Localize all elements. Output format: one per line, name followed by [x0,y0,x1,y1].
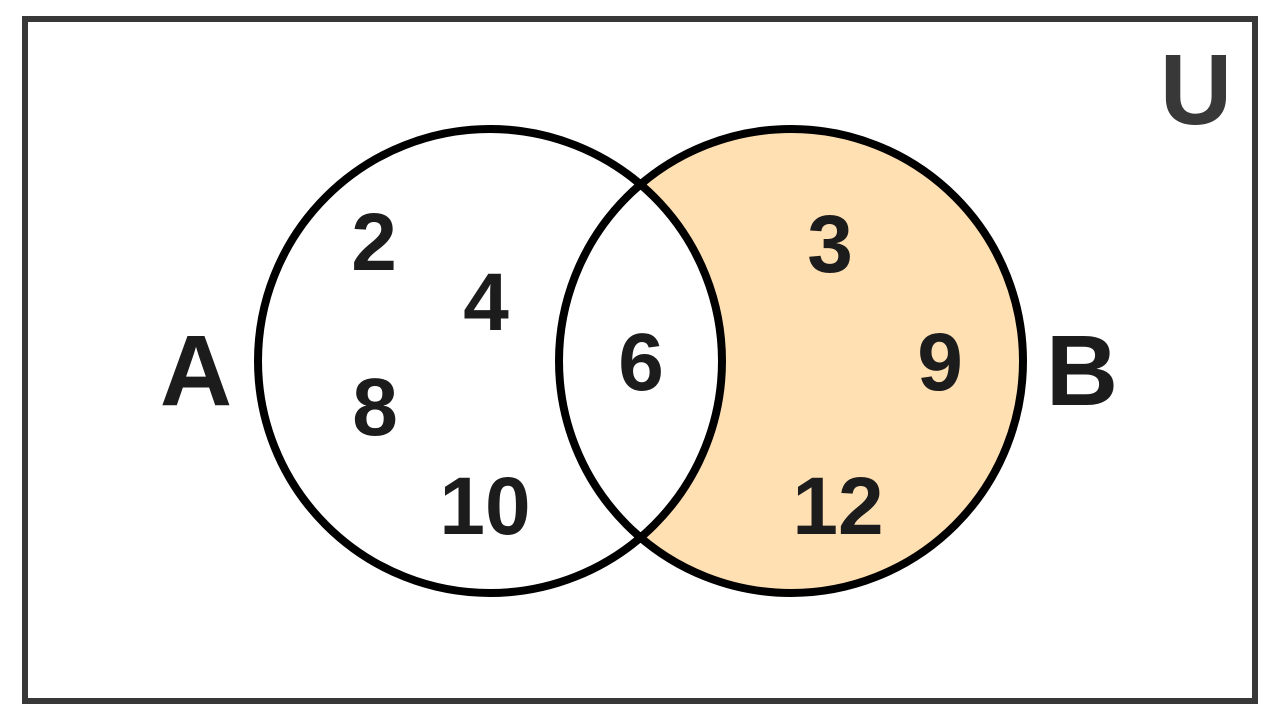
element-a-only: 8 [352,362,398,453]
element-b-only: 3 [807,199,853,290]
element-a-only: 10 [439,461,530,552]
set-b-label: B [1046,315,1118,427]
set-a-label: A [160,315,232,427]
element-a-and-b: 6 [618,317,664,408]
element-a-only: 2 [351,197,397,288]
element-b-only: 12 [792,461,883,552]
set-a-circle [254,125,726,597]
universe-label: U [1160,34,1232,146]
element-b-only: 9 [917,317,963,408]
element-a-only: 4 [463,257,509,348]
set-b-circle [555,125,1027,597]
universe-frame [22,16,1258,704]
